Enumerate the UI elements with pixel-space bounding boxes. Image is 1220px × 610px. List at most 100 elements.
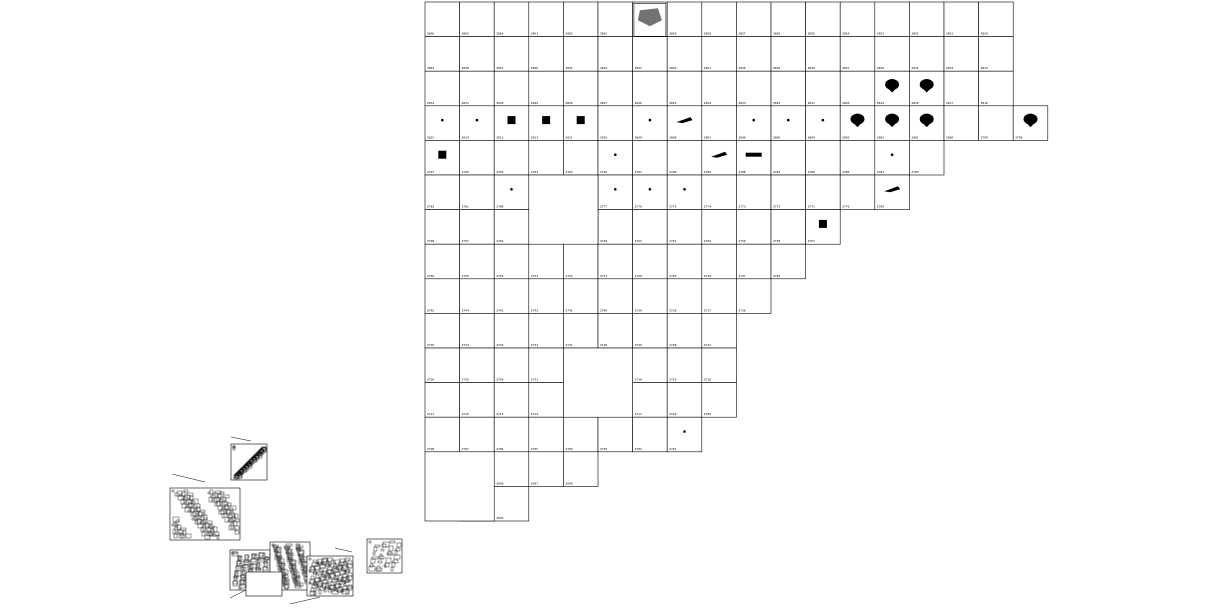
sheet-cell[interactable]: 2851 (943, 1, 979, 37)
sheet-cell[interactable]: 2829 (528, 70, 564, 107)
sheet-cell[interactable]: 2697 (528, 451, 564, 487)
sheet-cell[interactable]: 2709 (701, 382, 737, 418)
sheet-cell[interactable]: 2825 (666, 70, 703, 107)
sheet-cell[interactable]: 2791 (632, 140, 668, 176)
sheet-cell[interactable]: 2782 (424, 174, 460, 210)
sheet-cell[interactable]: 2755 (459, 243, 495, 280)
sheet-cell[interactable]: 2837 (839, 36, 876, 72)
sheet-cell[interactable]: 2787 (770, 140, 806, 176)
sheet-cell[interactable]: 2744 (459, 278, 495, 314)
sheet-cell[interactable]: 2741 (563, 278, 599, 314)
sheet-cell[interactable]: 2863 (528, 1, 564, 37)
sheet-cell[interactable]: 2761 (666, 209, 703, 245)
sheet-cell[interactable]: 2793 (563, 140, 599, 176)
sheet-cell[interactable]: 2723 (528, 347, 564, 383)
sheet-cell[interactable]: 2804 (805, 105, 841, 141)
sheet-cell[interactable]: 2758 (770, 209, 806, 245)
sheet-cell[interactable]: 2771 (805, 174, 841, 210)
sheet-cell[interactable]: 2831 (459, 70, 495, 107)
sheet-cell[interactable]: 2704 (563, 416, 599, 453)
sheet-cell[interactable]: 2816 (978, 70, 1014, 107)
sheet-cell[interactable]: 2859 (666, 1, 703, 37)
sheet-cell[interactable]: 2780 (493, 174, 530, 210)
sheet-cell[interactable]: 2815 (424, 105, 460, 141)
sheet-cell[interactable]: 2742 (528, 278, 564, 314)
sheet-cell[interactable]: 2817 (943, 70, 979, 107)
sheet-cell[interactable]: 2836 (874, 36, 910, 72)
sheet-cell[interactable]: 2800 (943, 105, 979, 141)
sheet-cell[interactable]: 2752 (563, 243, 599, 280)
sheet-cell[interactable]: 2774 (701, 174, 737, 210)
sheet-cell[interactable]: 2750 (632, 243, 668, 280)
sheet-cell[interactable]: 2732 (528, 313, 564, 349)
sheet-cell[interactable]: 2698 (493, 451, 530, 487)
sheet-cell[interactable]: 2790 (666, 140, 703, 176)
sheet-cell[interactable]: 2746 (770, 243, 806, 280)
sheet-cell[interactable]: 2832 (424, 70, 460, 107)
sheet-cell[interactable]: 2753 (528, 243, 564, 280)
sheet-cell[interactable]: 2702 (632, 416, 668, 453)
merged-sheet[interactable] (424, 451, 495, 522)
sheet-cell[interactable]: 2730 (597, 313, 633, 349)
sheet-cell[interactable]: 2852 (909, 1, 945, 37)
sheet-cell[interactable]: 2768 (424, 209, 460, 245)
sheet-cell[interactable]: 2770 (839, 174, 876, 210)
sheet-cell[interactable]: 2706 (493, 416, 530, 453)
site-plan-drawing[interactable] (306, 555, 354, 597)
sheet-cell[interactable]: 2841 (701, 36, 737, 72)
sheet-cell[interactable]: 2858 (701, 1, 737, 37)
sheet-cell[interactable]: 2772 (770, 174, 806, 210)
sheet-cell[interactable]: 2728 (666, 313, 703, 349)
sheet-cell[interactable]: 2826 (632, 70, 668, 107)
sheet-cell[interactable]: 2738 (666, 278, 703, 314)
merged-sheet[interactable] (528, 174, 599, 245)
sheet-cell[interactable]: 2767 (459, 209, 495, 245)
sheet-cell[interactable]: 2847 (493, 36, 530, 72)
sheet-cell[interactable]: 2735 (424, 313, 460, 349)
sheet-cell[interactable]: 2714 (528, 382, 564, 418)
sheet-cell[interactable]: 2834 (943, 36, 979, 72)
sheet-cell[interactable]: 2822 (770, 70, 806, 107)
sheet-cell[interactable]: 2739 (632, 278, 668, 314)
sheet-cell[interactable]: 2762 (632, 209, 668, 245)
sheet-cell[interactable]: 2855 (805, 1, 841, 37)
sheet-cell[interactable]: 2802 (874, 105, 910, 141)
sheet-cell[interactable]: 2845 (563, 36, 599, 72)
sheet-cell[interactable]: 2725 (459, 347, 495, 383)
sheet-cell[interactable]: 2696 (563, 451, 599, 487)
sheet-cell[interactable]: 2864 (493, 1, 530, 37)
sheet-cell[interactable]: 2795 (493, 140, 530, 176)
sheet-cell[interactable]: 2784 (874, 140, 910, 176)
sheet-cell[interactable]: 2716 (459, 382, 495, 418)
sheet-cell[interactable]: 2857 (736, 1, 772, 37)
sheet-cell[interactable]: 2693 (493, 486, 530, 522)
sheet-cell[interactable]: 2807 (701, 105, 737, 141)
sheet-cell[interactable]: 2777 (597, 174, 633, 210)
sheet-cell[interactable]: 2717 (424, 382, 460, 418)
sheet-cell[interactable]: 2776 (632, 174, 668, 210)
sheet-cell[interactable]: 2828 (563, 70, 599, 107)
sheet-cell[interactable]: 2719 (666, 347, 703, 383)
merged-sheet[interactable] (563, 347, 633, 418)
site-plan-drawing[interactable] (269, 541, 311, 591)
sheet-cell[interactable]: 2726 (424, 347, 460, 383)
sheet-cell[interactable]: 2711 (632, 382, 668, 418)
sheet-cell[interactable]: 2724 (493, 347, 530, 383)
sheet-cell[interactable]: 2734 (459, 313, 495, 349)
site-plan-drawing[interactable] (169, 487, 241, 541)
site-plan-inset[interactable] (245, 571, 283, 597)
sheet-cell[interactable]: 2729 (632, 313, 668, 349)
sheet-cell[interactable]: 2835 (909, 36, 945, 72)
sheet-cell[interactable]: 2792 (597, 140, 633, 176)
sheet-cell[interactable]: 2754 (493, 243, 530, 280)
sheet-cell[interactable]: 2830 (493, 70, 530, 107)
sheet-cell[interactable]: 2849 (424, 36, 460, 72)
sheet-cell[interactable]: 2794 (528, 140, 564, 176)
sheet-cell[interactable]: 2727 (701, 313, 737, 349)
sheet-cell[interactable]: 2833 (978, 36, 1014, 72)
sheet-cell[interactable]: 2759 (736, 209, 772, 245)
sheet-cell[interactable]: 2708 (424, 416, 460, 453)
sheet-cell[interactable]: 2865 (459, 1, 495, 37)
sheet-cell[interactable]: 2856 (770, 1, 806, 37)
